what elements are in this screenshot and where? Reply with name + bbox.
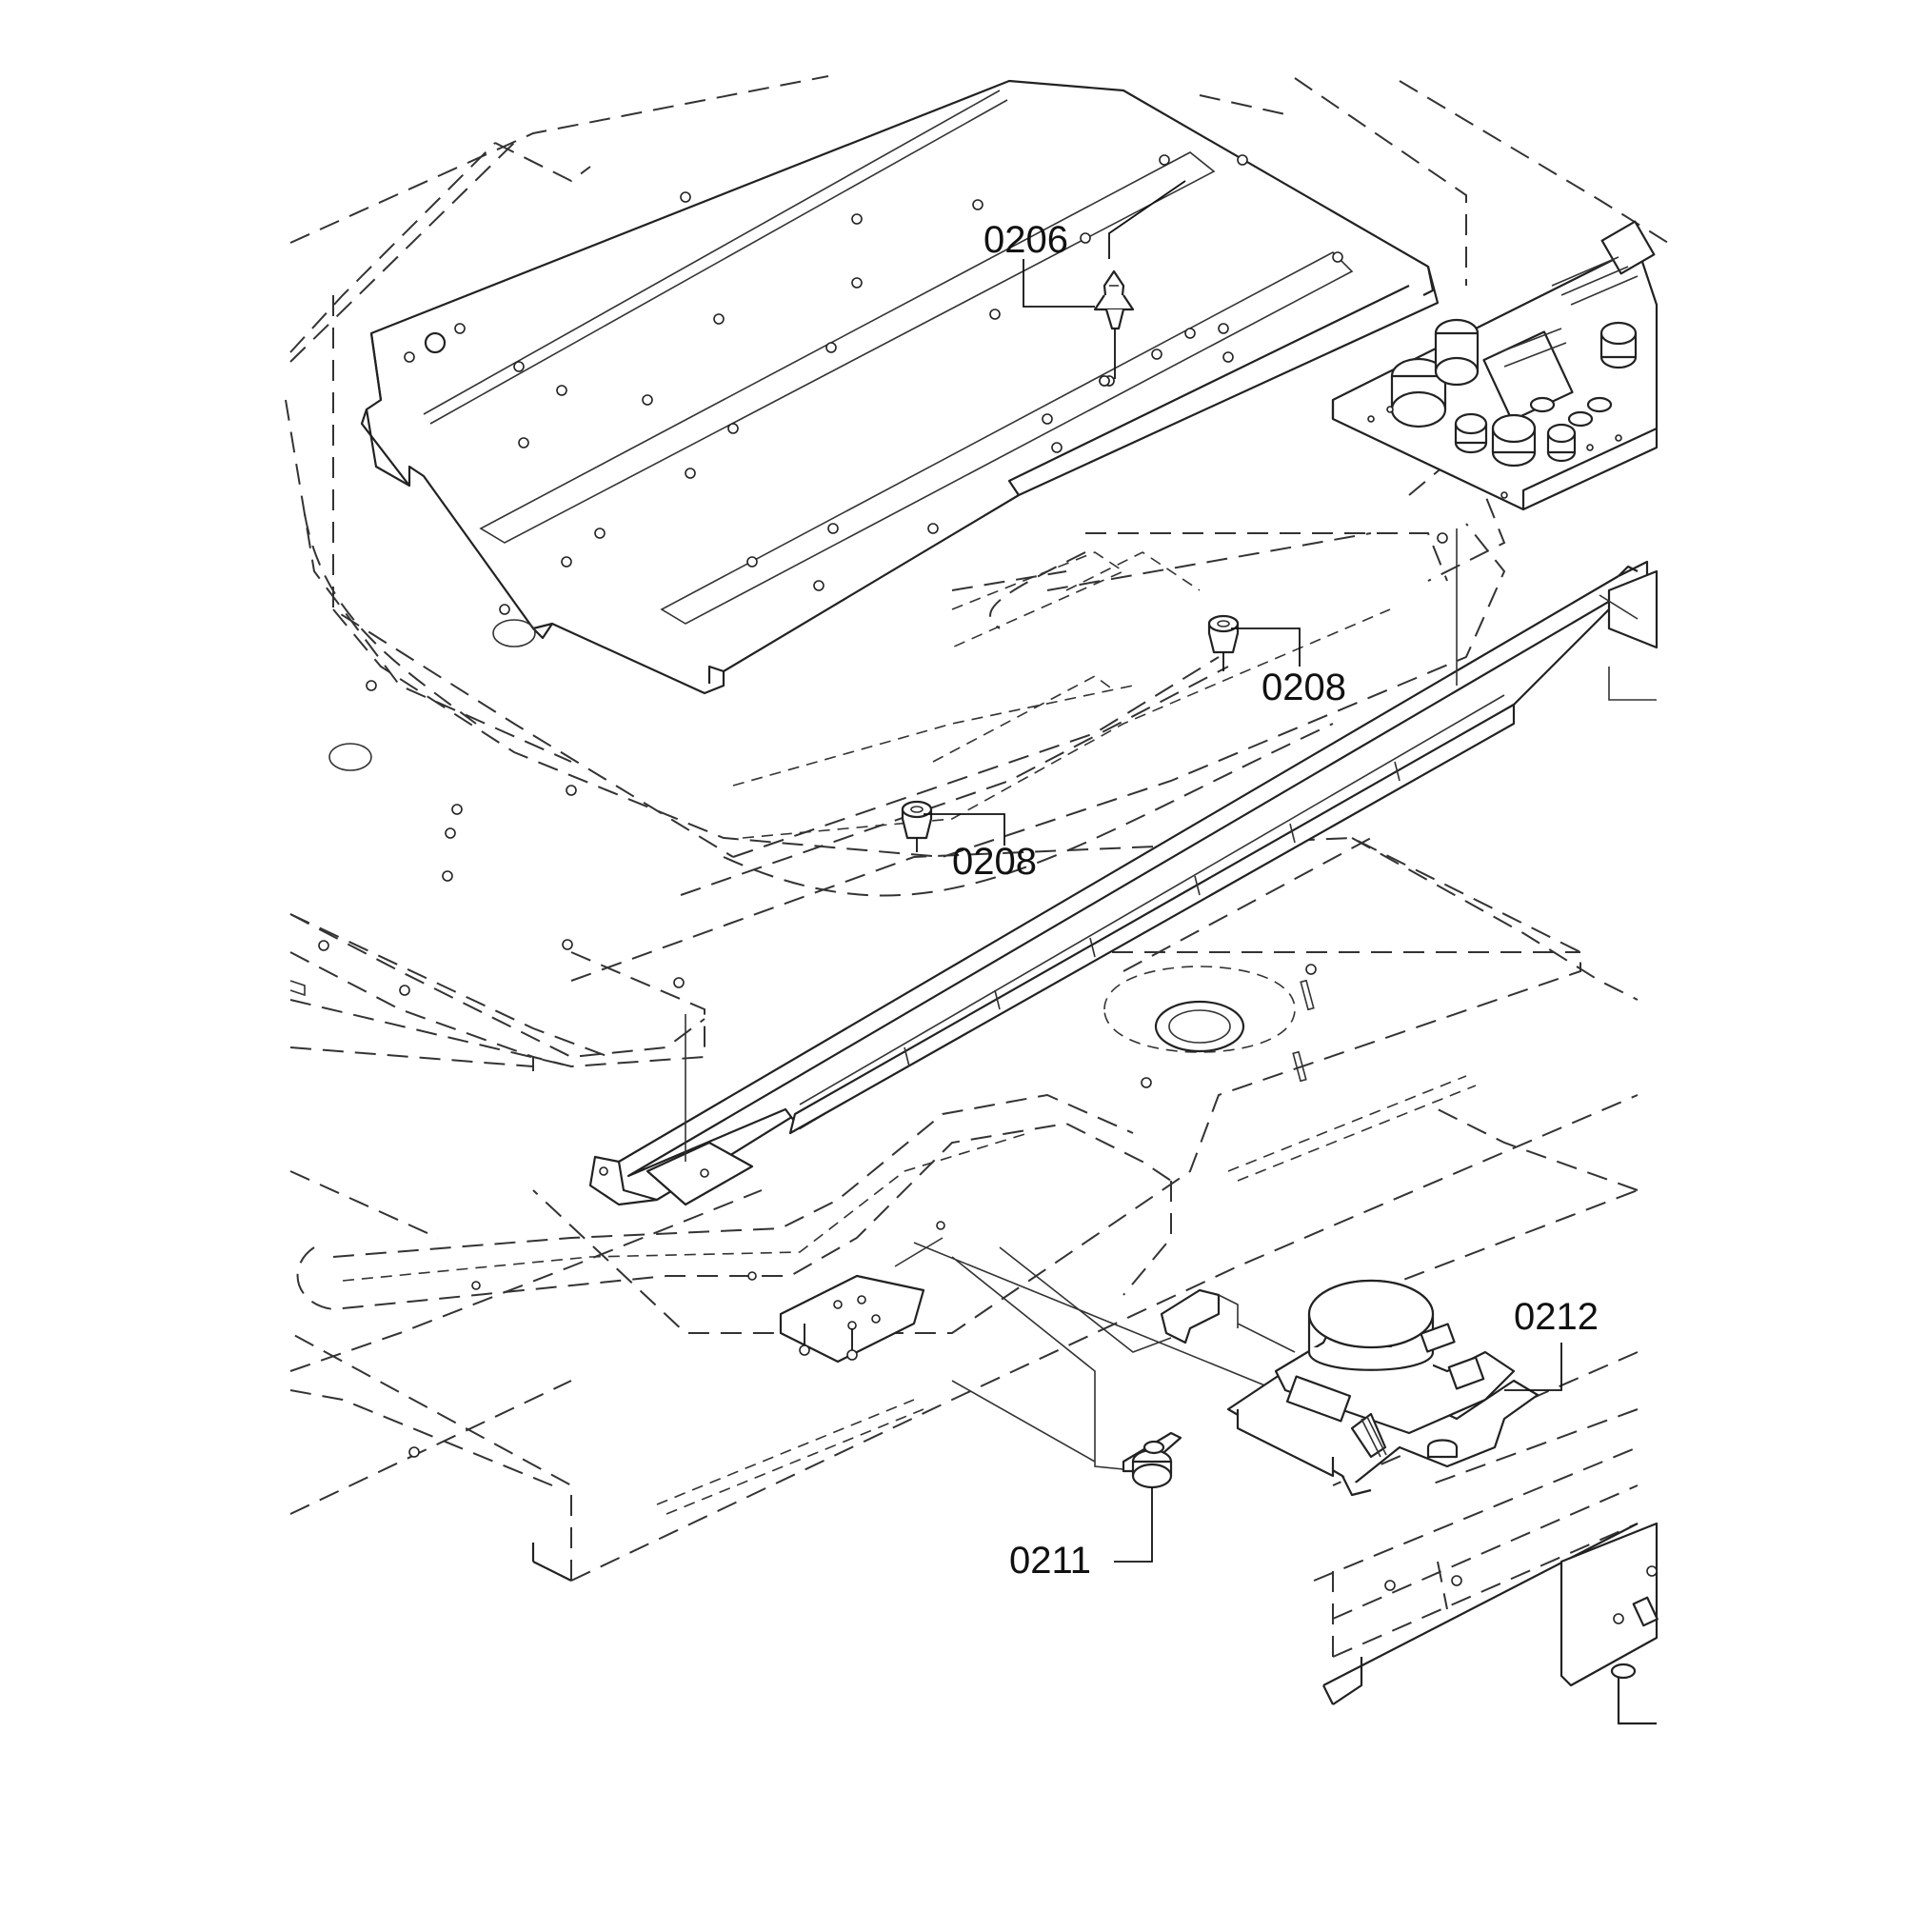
mount-plate [779, 1221, 945, 1364]
right-lower-panel [1313, 1446, 1659, 1725]
callout-labels: 0206 0208 0208 0211 0212 [952, 219, 1599, 1582]
left-duct [289, 1093, 1172, 1562]
part-0206-rivet [1023, 180, 1186, 379]
horizontal-rail [588, 560, 1659, 1206]
callout-0211: 0211 [1009, 1540, 1091, 1582]
assembly-guide-lines [685, 528, 1657, 1472]
part-0212-motor-assembly [1160, 1279, 1562, 1497]
callout-0212: 0212 [1514, 1296, 1599, 1338]
callout-0208-lower: 0208 [952, 841, 1037, 883]
oven-floor-panel [289, 836, 1639, 1582]
part-0208a-foot [1207, 614, 1301, 671]
top-cover-plate [360, 79, 1440, 695]
left-side-panel [289, 913, 705, 1071]
power-board [1331, 220, 1659, 511]
part-0208b-foot [901, 800, 1005, 852]
middle-tray-dashed [289, 142, 1506, 950]
part-0211-thermostat [1114, 1431, 1182, 1563]
callout-0206: 0206 [983, 219, 1068, 261]
callout-0208-upper: 0208 [1261, 667, 1346, 708]
